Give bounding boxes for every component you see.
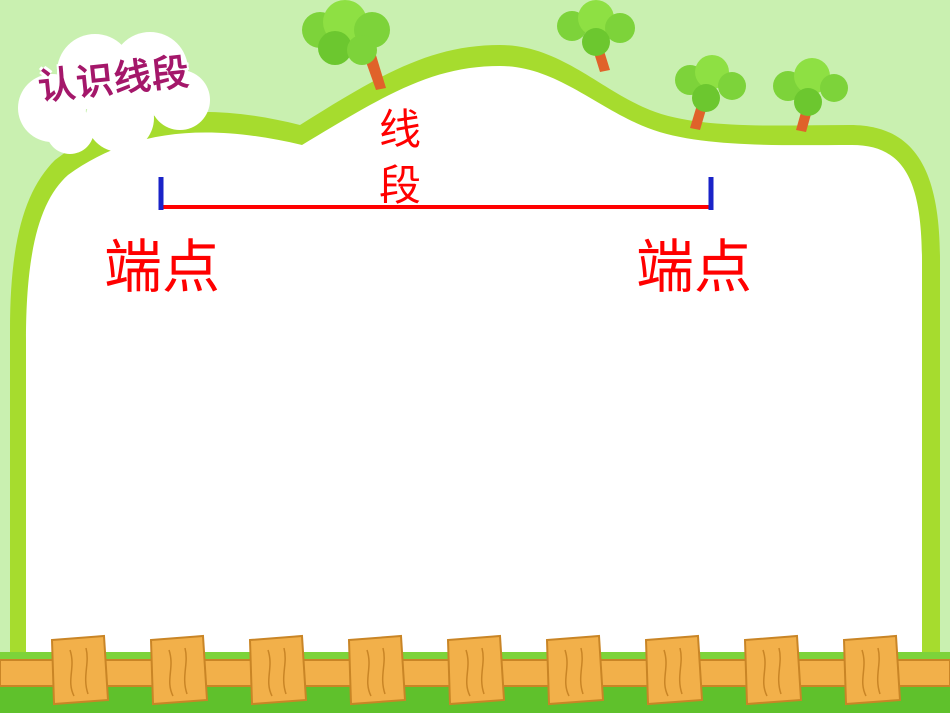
wood-grain	[564, 647, 584, 697]
tree-icon	[557, 0, 635, 72]
fence	[50, 634, 902, 706]
tree-icon	[773, 58, 848, 132]
segment-label-text: 线 段	[378, 105, 421, 210]
segment-label: 线 段	[372, 102, 428, 214]
wood-grain	[762, 647, 782, 697]
wood-grain	[267, 647, 287, 697]
fence-plank	[347, 634, 407, 706]
wood-grain	[168, 647, 188, 697]
tree-icon	[302, 0, 390, 90]
wood-grain	[861, 647, 881, 697]
tree-icon	[675, 55, 746, 130]
board-panel	[26, 66, 922, 680]
title-cloud	[18, 32, 210, 154]
endpoint-label-right: 端点	[636, 233, 753, 301]
fence-plank	[446, 634, 506, 706]
fence-plank	[644, 634, 704, 706]
fence-plank	[842, 634, 902, 706]
line-segment	[158, 177, 714, 210]
endpoint-label-left: 端点	[104, 233, 221, 301]
wood-grain	[366, 647, 386, 697]
wood-grain	[663, 647, 683, 697]
fence-plank	[149, 634, 209, 706]
fence-plank	[248, 634, 308, 706]
fence-plank	[545, 634, 605, 706]
wood-grain	[69, 647, 89, 697]
wood-grain	[465, 647, 485, 697]
fence-plank	[743, 634, 803, 706]
fence-plank	[50, 634, 110, 706]
